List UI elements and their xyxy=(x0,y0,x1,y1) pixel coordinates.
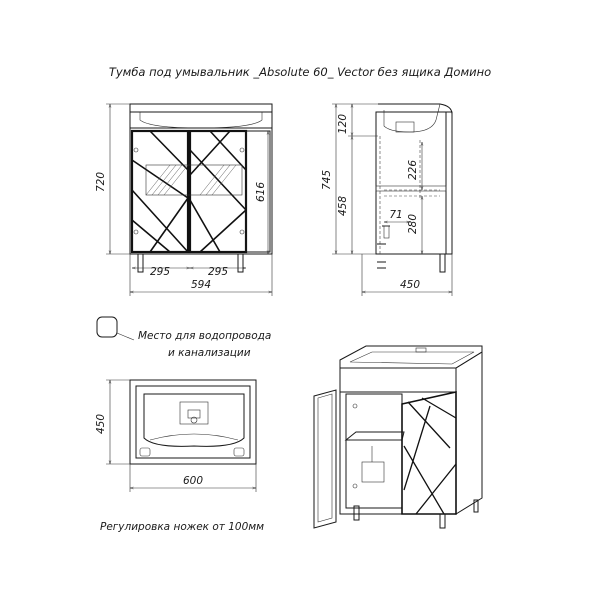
pipe-location-symbol xyxy=(96,316,118,338)
legend-line-2: и канализации xyxy=(168,347,251,359)
side-dim-top: 120 xyxy=(337,114,349,134)
side-dim-71: 71 xyxy=(389,209,402,221)
top-width: 600 xyxy=(183,475,203,487)
perspective-view xyxy=(313,345,483,529)
front-view: 720 616 295 295 594 xyxy=(95,103,273,296)
right-leg xyxy=(237,253,244,273)
closed-right-door xyxy=(401,391,457,515)
side-dim-shelf: 226 xyxy=(407,160,419,180)
left-door xyxy=(130,129,190,254)
top-view: 450 600 xyxy=(95,379,257,492)
drain-pipe xyxy=(361,461,385,483)
drawing-title: Тумба под умывальник _Absolute 60_ Vecto… xyxy=(109,65,491,79)
side-height-total: 745 xyxy=(321,170,333,190)
front-height-total: 720 xyxy=(95,172,107,192)
side-dim-mid: 458 xyxy=(337,196,349,216)
legend: Место для водопровода и канализации xyxy=(96,316,271,359)
front-height-doors: 616 xyxy=(255,182,267,202)
open-left-door xyxy=(313,389,337,529)
side-depth: 450 xyxy=(400,279,420,291)
top-depth: 450 xyxy=(95,414,107,434)
front-width-total: 594 xyxy=(191,279,211,291)
side-dim-lower: 280 xyxy=(407,214,419,234)
legend-line-1: Место для водопровода xyxy=(138,330,271,342)
side-view: 745 120 458 226 280 71 450 xyxy=(321,103,453,296)
left-leg xyxy=(137,253,144,273)
right-door xyxy=(188,129,248,254)
front-width-door-left: 295 xyxy=(150,266,170,278)
footer-note: Регулировка ножек от 100мм xyxy=(100,521,264,533)
front-width-door-right: 295 xyxy=(208,266,228,278)
